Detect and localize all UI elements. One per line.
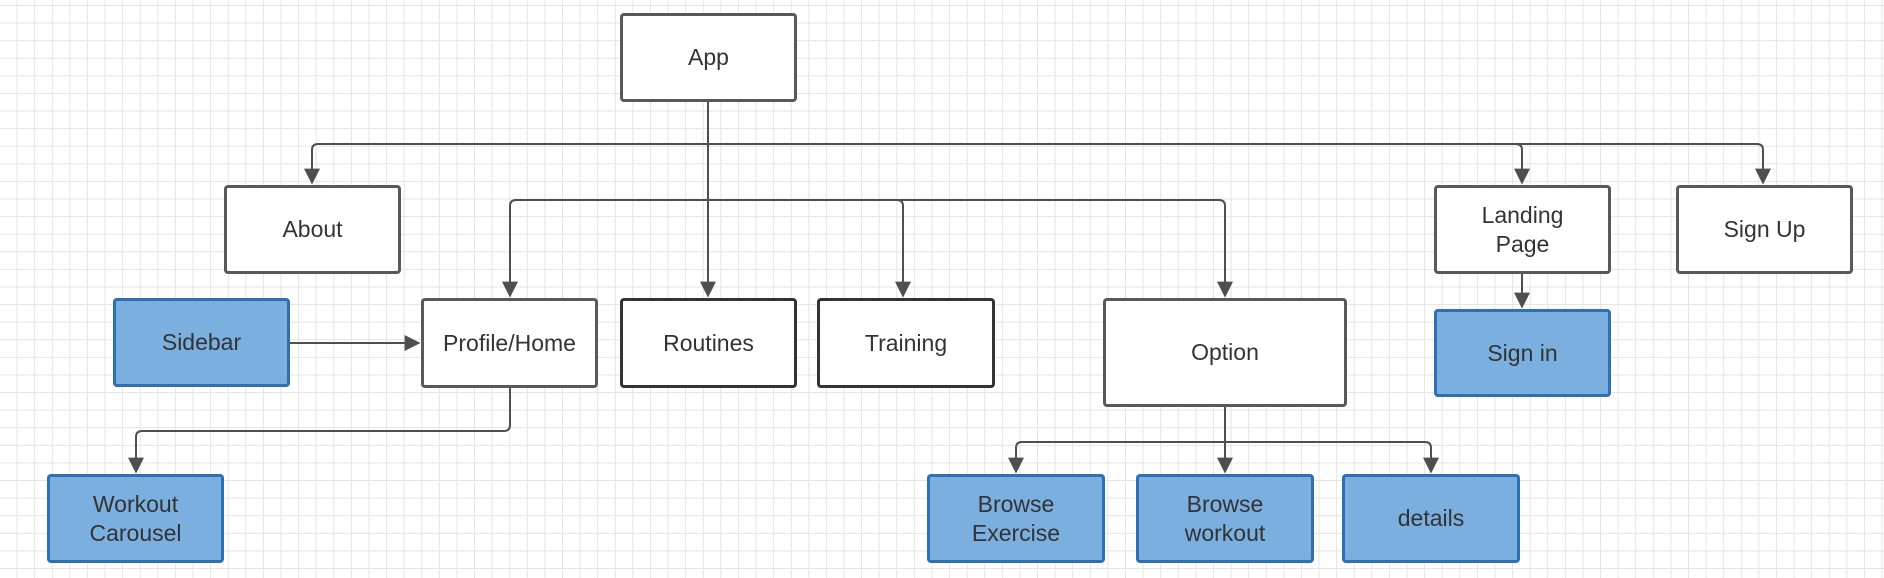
node-option[interactable]: Option: [1103, 298, 1347, 407]
node-about-label: About: [282, 216, 343, 242]
edge-option-details: [1224, 407, 1439, 474]
node-sign-up[interactable]: Sign Up: [1676, 185, 1853, 274]
node-browse-exercise-label: Browse Exercise: [971, 490, 1061, 546]
edge-app-profile-home: [502, 102, 709, 298]
node-browse-workout[interactable]: Browse workout: [1136, 474, 1314, 563]
node-training-label: Training: [864, 329, 948, 356]
node-routines[interactable]: Routines: [620, 298, 797, 388]
edge-app-about: [304, 102, 709, 185]
node-details[interactable]: details: [1342, 474, 1520, 563]
node-sign-up-label: Sign Up: [1723, 216, 1806, 242]
node-workout-carousel[interactable]: Workout Carousel: [47, 474, 224, 563]
node-routines-label: Routines: [663, 329, 754, 356]
edge-option-browse-exercise: [1008, 407, 1226, 474]
edge-app-landing-page: [707, 102, 1530, 185]
node-app-label: App: [688, 44, 729, 70]
edge-profile-home-workout-carousel: [128, 388, 511, 474]
node-workout-carousel-label: Workout Carousel: [89, 490, 182, 546]
node-browse-workout-label: Browse workout: [1184, 490, 1266, 546]
node-landing-page-label: Landing Page: [1481, 201, 1564, 257]
edge-app-option: [707, 102, 1233, 298]
node-sidebar[interactable]: Sidebar: [113, 298, 290, 387]
node-browse-exercise[interactable]: Browse Exercise: [927, 474, 1105, 563]
node-training[interactable]: Training: [817, 298, 995, 388]
node-profile-home[interactable]: Profile/Home: [421, 298, 598, 388]
node-option-label: Option: [1191, 339, 1259, 365]
node-sign-in-label: Sign in: [1487, 339, 1558, 366]
edge-app-sign-up: [707, 102, 1771, 185]
node-sign-in[interactable]: Sign in: [1434, 309, 1611, 397]
node-sidebar-label: Sidebar: [161, 329, 242, 355]
node-profile-home-label: Profile/Home: [443, 329, 576, 356]
node-details-label: details: [1397, 505, 1465, 531]
node-about[interactable]: About: [224, 185, 401, 274]
node-app[interactable]: App: [620, 13, 797, 102]
node-landing-page[interactable]: Landing Page: [1434, 185, 1611, 274]
